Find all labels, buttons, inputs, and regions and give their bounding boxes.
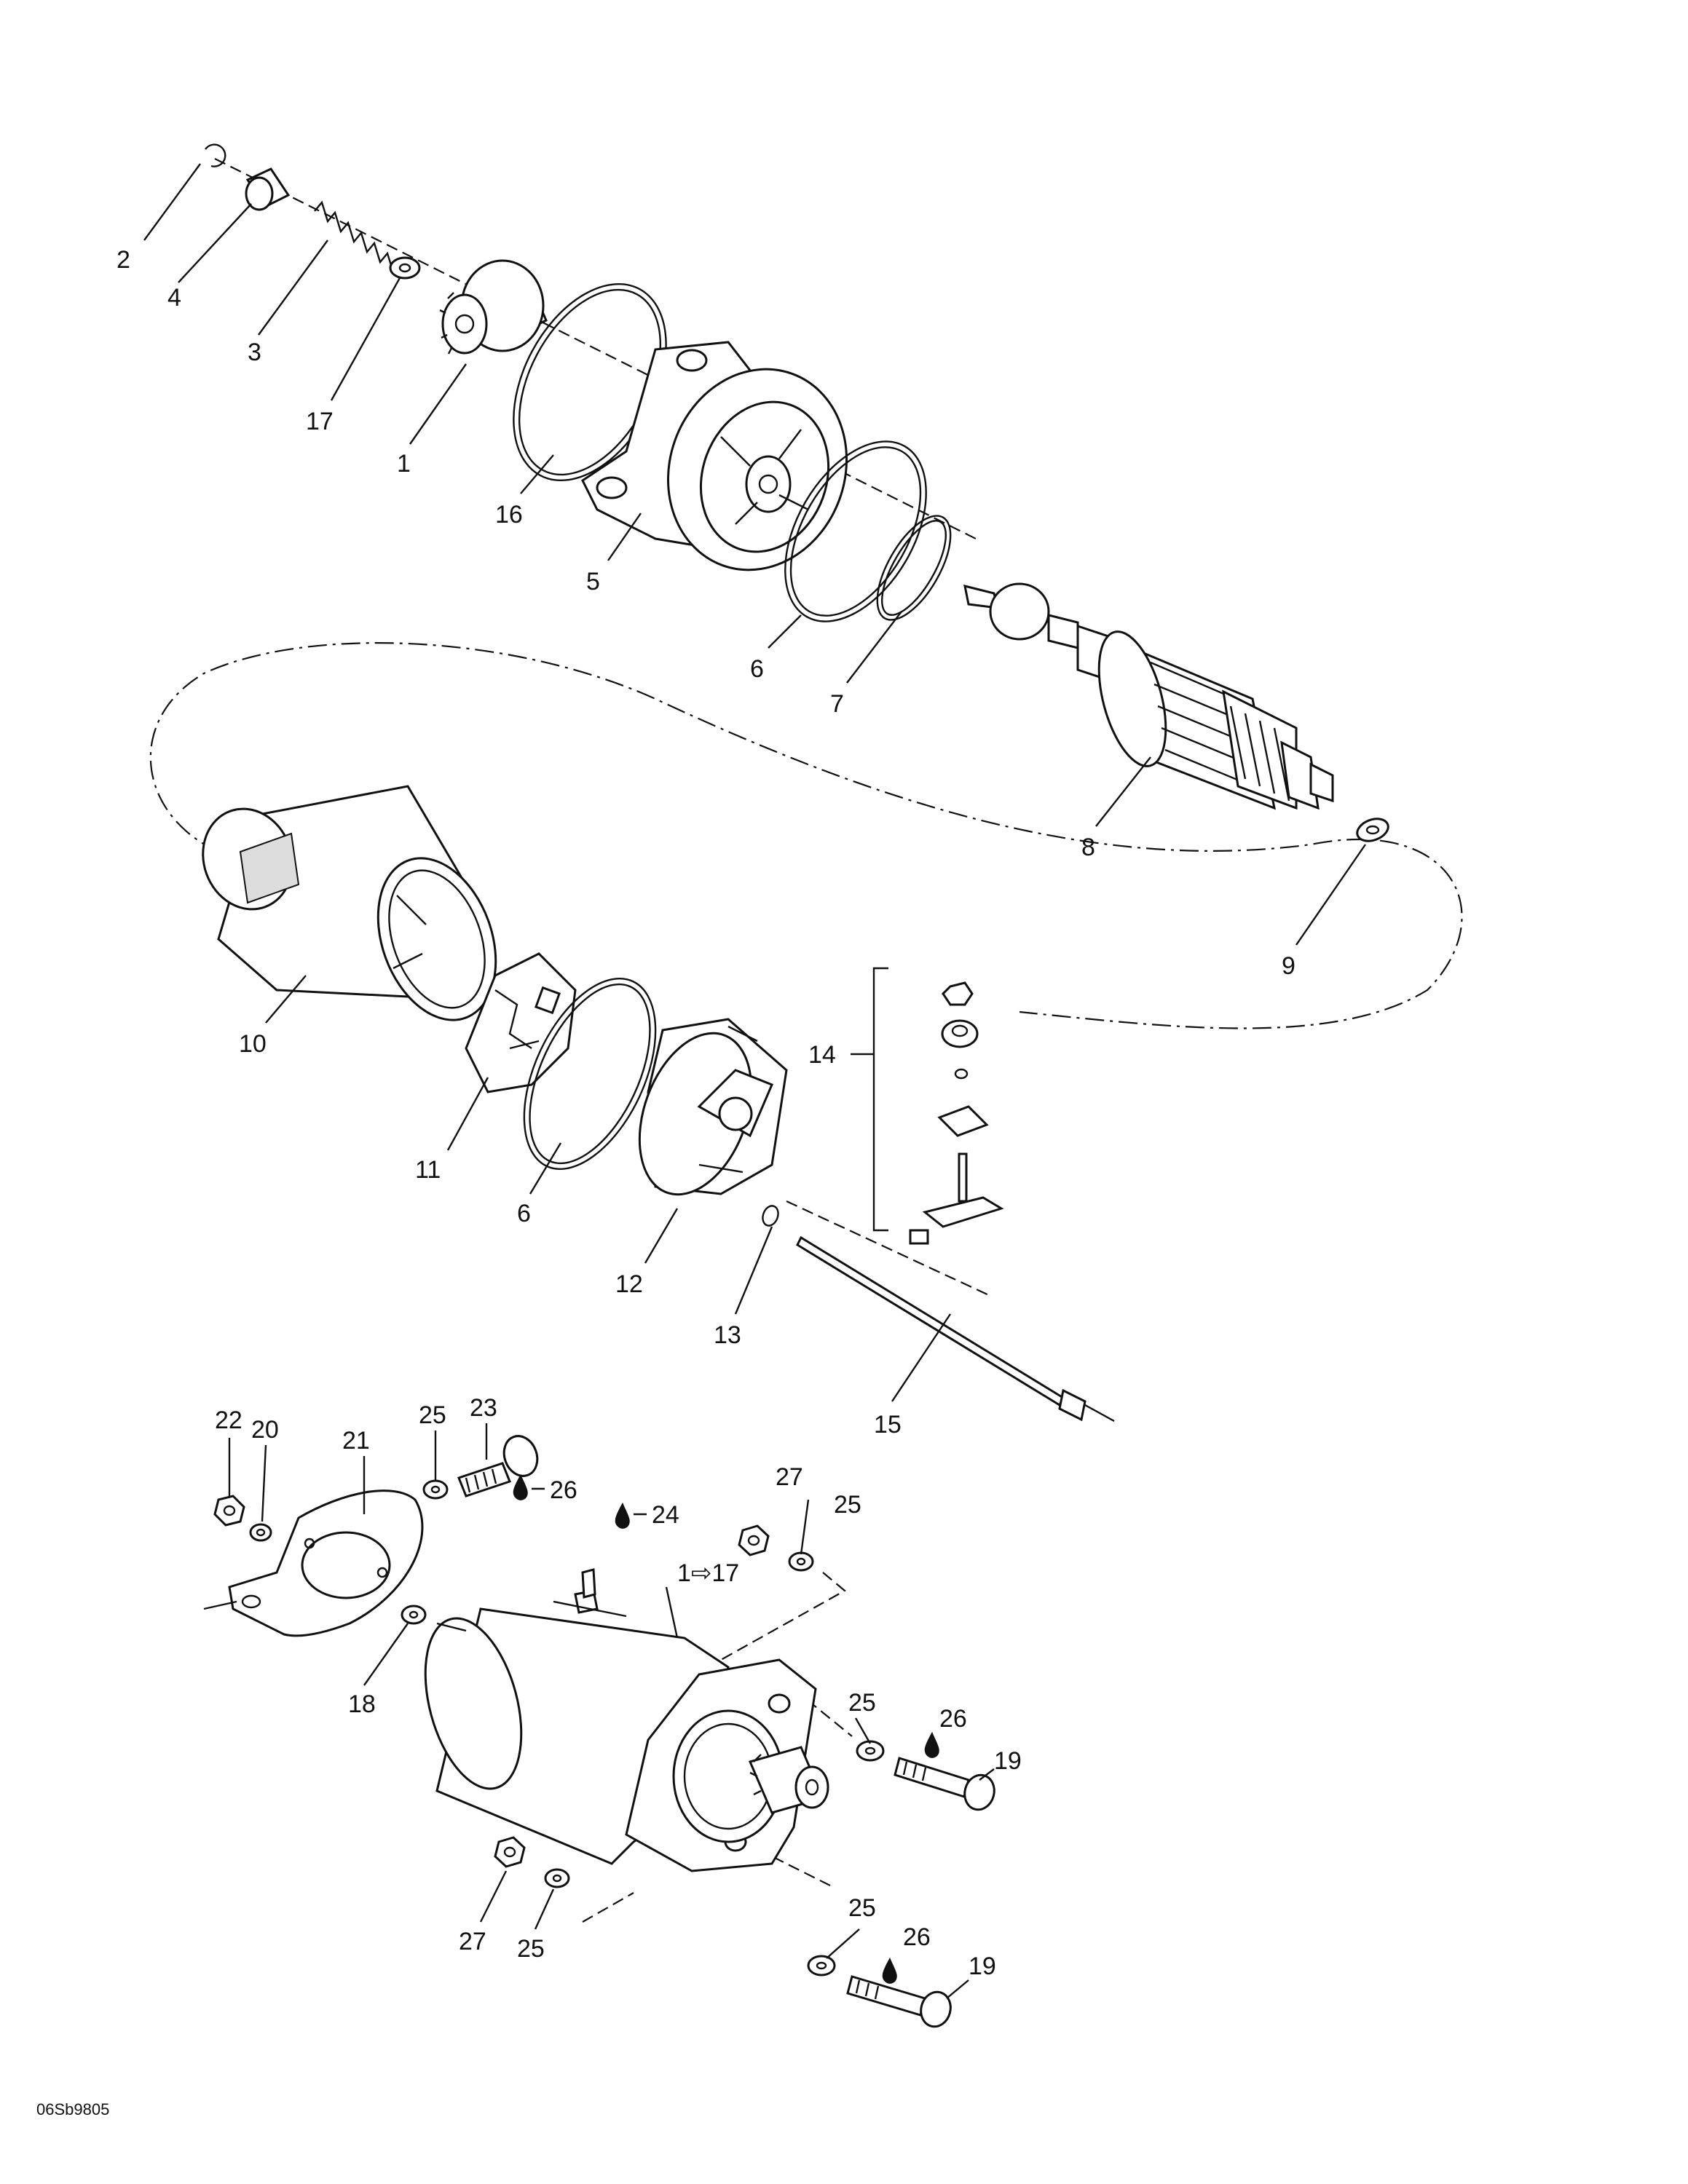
callout-label: 19: [969, 1952, 996, 1980]
callout-label: 25: [848, 1689, 876, 1717]
callout-label: 10: [239, 1030, 267, 1058]
o-ring-part-13: [762, 1205, 779, 1227]
end-cover-part: [638, 1018, 788, 1196]
callout-label: 2: [117, 246, 130, 274]
nut-part-27-a: [738, 1524, 770, 1556]
washer-part-9: [1356, 818, 1389, 842]
o-ring-part-6-upper: [784, 440, 927, 622]
callout-label: 7: [830, 690, 844, 718]
callout-label: 5: [586, 568, 600, 596]
yoke-housing-part: [202, 785, 497, 1021]
washer-part-25-a: [422, 1479, 449, 1500]
callout-label: 27: [459, 1928, 486, 1955]
snap-ring-part: [205, 143, 226, 167]
callout-label: 18: [348, 1690, 376, 1718]
axis-line-lower: [786, 1200, 991, 1297]
drive-pinion-part: [439, 259, 548, 355]
callout-label: 14: [808, 1041, 836, 1069]
washer-part-18: [401, 1605, 467, 1632]
screw-part-23: [457, 1435, 539, 1497]
callout-label: 24: [652, 1501, 679, 1529]
screw-part-19-b: [846, 1975, 952, 2028]
washer-part-25-b: [788, 1551, 814, 1572]
callout-label: 25: [419, 1401, 446, 1429]
through-bolt-part: [796, 1235, 1115, 1423]
callout-label: 1⇨17: [677, 1559, 739, 1587]
drawing-code: 06Sb9805: [36, 2100, 109, 2118]
callout-label: 25: [517, 1935, 545, 1963]
bushing-part: [245, 167, 291, 211]
drive-housing-part: [581, 341, 848, 571]
callout-label: 1: [397, 450, 411, 478]
lubricant-drop-icon: [615, 1502, 647, 1529]
brush-holder-part: [465, 952, 577, 1093]
washer-part-25-e: [807, 1955, 836, 1977]
callout-label: 6: [750, 655, 764, 683]
armature-part: [963, 582, 1334, 810]
callout-label: 26: [903, 1923, 931, 1951]
assembly-link-c: [757, 1848, 831, 1886]
callout-label: 19: [994, 1747, 1022, 1775]
callout-label: 12: [615, 1270, 643, 1298]
callout-label: 23: [470, 1394, 497, 1422]
assembly-loop: [149, 642, 1463, 1029]
nut-part-27-b: [494, 1836, 526, 1868]
washer-part-20: [249, 1523, 272, 1542]
callout-label: 26: [939, 1705, 967, 1733]
callout-label: 26: [550, 1476, 577, 1504]
callout-label: 13: [714, 1321, 741, 1349]
support-bracket-part: [203, 1489, 424, 1637]
callout-label: 11: [415, 1156, 441, 1184]
callout-label: 16: [495, 501, 523, 529]
spring-part: [314, 200, 401, 274]
lubricant-drop-icon: [924, 1731, 939, 1758]
terminal-kit-part: [851, 967, 1004, 1245]
callout-label: 27: [776, 1463, 803, 1491]
callout-label: 25: [848, 1894, 876, 1922]
callout-label: 9: [1282, 952, 1295, 980]
washer-part-25-d: [544, 1868, 570, 1888]
assembly-link-b: [793, 1688, 853, 1737]
callout-label: 3: [248, 339, 261, 366]
assembly-link-d: [582, 1892, 634, 1923]
callout-label: 4: [167, 284, 181, 312]
callout-label: 22: [215, 1406, 242, 1434]
callout-label: 6: [517, 1200, 531, 1227]
callout-label: 21: [342, 1427, 370, 1455]
screw-part-19-a: [894, 1757, 995, 1811]
washer-part-25-c: [856, 1740, 885, 1762]
ring-part-7: [876, 515, 952, 621]
assembly-link-a: [720, 1572, 846, 1661]
callout-labels: 2 4 3 17 1 16 5 6 7 8 9 10 11 6 14 12 13…: [117, 246, 1295, 1980]
callout-label: 8: [1081, 834, 1095, 861]
lubricant-drop-icon: [882, 1957, 897, 1984]
washer-part-17: [389, 256, 421, 280]
starter-assembly-part: [424, 1568, 829, 1872]
callout-label: 15: [874, 1411, 902, 1439]
callout-label: 17: [306, 408, 334, 435]
callout-label: 25: [834, 1491, 861, 1519]
lubricant-drop-icon: [513, 1473, 545, 1500]
leader-lines: [143, 163, 1366, 1999]
nut-part-22: [213, 1495, 245, 1527]
axis-line-upper: [214, 158, 977, 539]
callout-label: 20: [251, 1416, 279, 1444]
